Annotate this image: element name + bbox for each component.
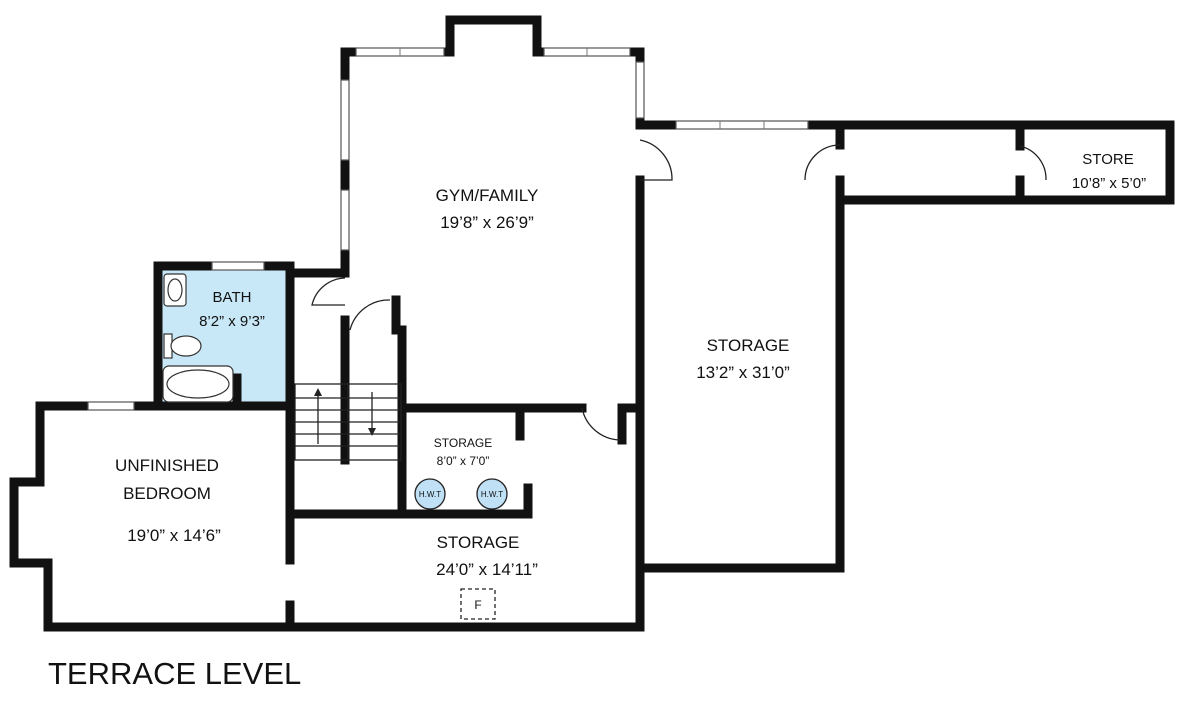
toilet (170, 335, 202, 357)
window (87, 401, 135, 411)
bedroom-dims: 19’0” x 14’6” (127, 526, 221, 545)
door-swing (349, 299, 391, 331)
window (211, 261, 265, 271)
hot-water-tank (476, 478, 508, 510)
door-swing (581, 407, 621, 441)
store-dims: 10’8” x 5’0” (1072, 175, 1146, 192)
bath-name: BATH (213, 289, 252, 306)
bath-fixtures (162, 273, 234, 403)
hwt-label: H.W.T (481, 490, 503, 499)
furnace (460, 588, 496, 620)
gym-family-name: GYM/FAMILY (436, 186, 539, 205)
window (635, 61, 645, 119)
bedroom-name-line1: UNFINISHED (115, 456, 219, 475)
furnace-label: F (474, 598, 481, 612)
walls (9, 15, 1175, 632)
plan-title: TERRACE LEVEL (48, 656, 301, 691)
window (675, 120, 809, 130)
storage-large-dims: 13’2” x 31’0” (696, 363, 790, 382)
door-swing (1019, 145, 1047, 181)
gym-family-dims: 19’8” x 26’9” (440, 213, 534, 232)
window (340, 79, 350, 161)
door-swing (804, 144, 841, 181)
store-name: STORE (1082, 151, 1133, 168)
hwt-label: H.W.T (419, 490, 441, 499)
bedroom-name-line2: BEDROOM (123, 484, 211, 503)
door-swing (311, 277, 346, 306)
hot-water-tank (414, 478, 446, 510)
storage-bottom-dims: 24’0” x 14’11” (436, 560, 538, 579)
windows (87, 47, 809, 411)
bath-dims: 8’2” x 9’3” (199, 313, 265, 330)
hot-water-tanks: H.W.T H.W.T (414, 478, 508, 510)
storage-small-dims: 8’0” x 7’0” (437, 454, 490, 468)
storage-small-name: STORAGE (434, 436, 492, 450)
door-swing (639, 139, 673, 181)
storage-bottom-name: STORAGE (437, 533, 520, 552)
storage-large-name: STORAGE (707, 336, 790, 355)
stairs (294, 383, 402, 461)
doors (311, 139, 1047, 441)
window (340, 189, 350, 251)
